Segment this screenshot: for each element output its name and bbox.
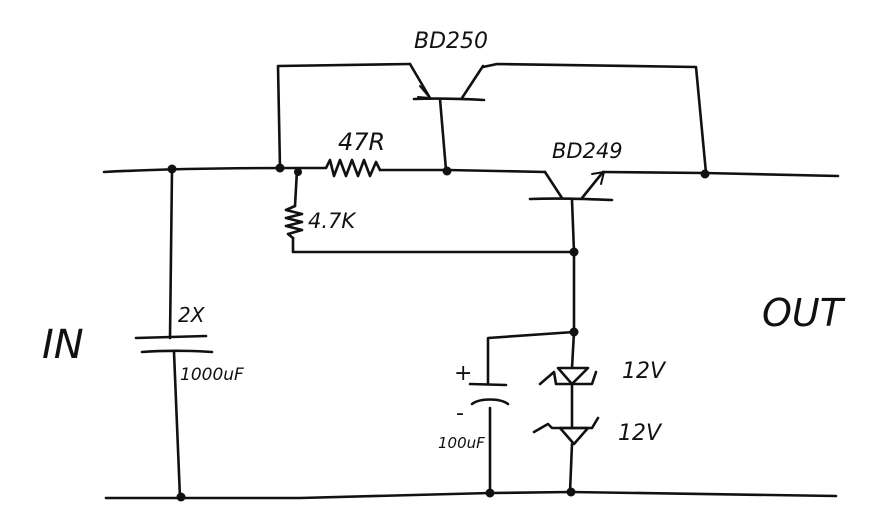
top-rail-mid (378, 168, 547, 174)
bd250-right-wire (481, 62, 708, 175)
transistor-main-label: BD249 (552, 139, 623, 163)
input-label: IN (42, 322, 84, 368)
capacitor-small (468, 382, 510, 406)
cap-main-count-label: 2X (178, 303, 206, 327)
wires (102, 62, 840, 500)
junctions (167, 163, 710, 502)
zener-2-label: 12V (618, 421, 663, 446)
resistor-4k7 (284, 204, 304, 240)
resistor-series-label: 47R (338, 128, 385, 156)
bd249-transistor (528, 170, 614, 202)
big-cap-wire-bottom (172, 350, 182, 500)
shunt-wire-bottom (291, 236, 576, 254)
zener-diode-1 (538, 366, 598, 386)
top-rail-right (601, 170, 840, 178)
transistor-top-label: BD250 (414, 29, 488, 54)
cap-small-value-label: 100uF (438, 434, 485, 452)
zener-diode-2 (532, 416, 600, 446)
resistor-shunt-label: 4.7K (308, 209, 357, 233)
zener-bottom-wire (568, 442, 574, 494)
small-cap-wire-top (486, 330, 576, 386)
cap-small-plus-label: + (454, 361, 472, 386)
shunt-wire-top (293, 168, 299, 208)
bd250-transistor (408, 62, 486, 102)
bd250-left-wire (276, 62, 412, 170)
resistor-47r (294, 158, 382, 178)
cap-main-value-label: 1000uF (180, 365, 244, 385)
bd250-base-wire (438, 97, 448, 172)
big-cap-wire-top (168, 168, 174, 340)
bottom-rail (104, 490, 838, 500)
capacitor-main (134, 334, 214, 354)
output-label: OUT (762, 291, 846, 335)
bd249-base-wire (570, 198, 576, 370)
zener-1-label: 12V (622, 359, 667, 384)
top-rail-left (102, 166, 298, 174)
cap-small-minus-label: - (456, 401, 464, 426)
